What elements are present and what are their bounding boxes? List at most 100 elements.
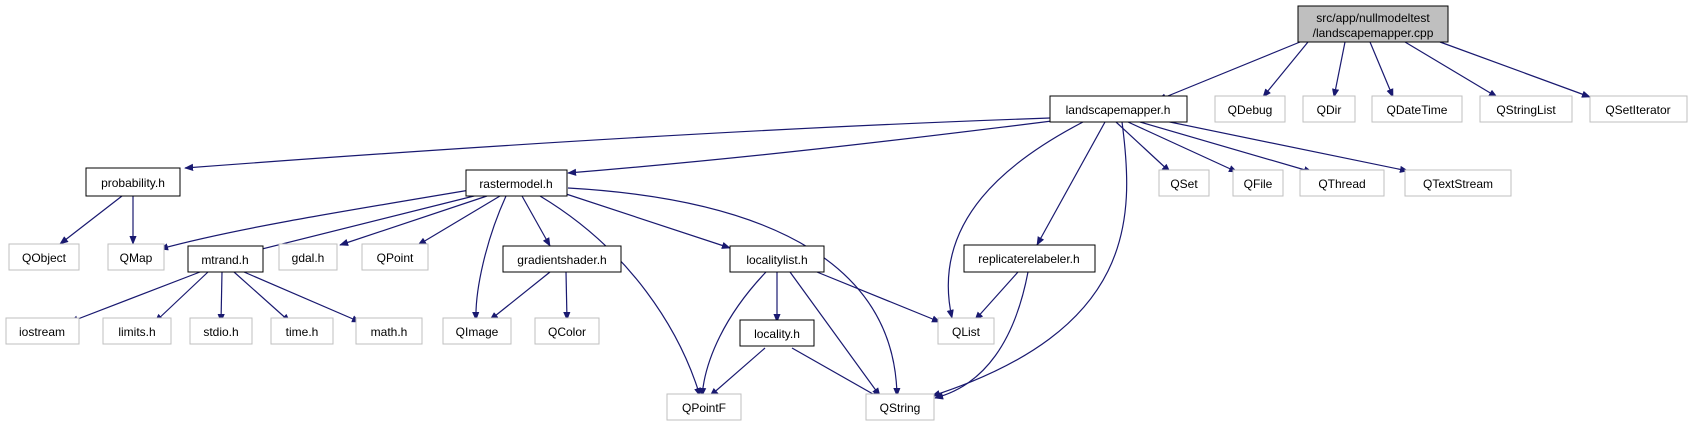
edge-root-qdebug — [1262, 41, 1309, 98]
root-label-line2: /landscapemapper.cpp — [1313, 26, 1434, 40]
edge-mtrand-time — [233, 271, 291, 323]
node-qthread[interactable]: QThread — [1299, 169, 1385, 197]
root-label-line1: src/app/nullmodeltest — [1316, 11, 1430, 25]
edge-rastermodel-localitylist — [559, 191, 731, 249]
edge-landscapemapper-rastermodel — [567, 119, 1061, 176]
svg-text:QTextStream: QTextStream — [1423, 177, 1493, 191]
edge-landscapemapper-qfile — [1127, 121, 1238, 173]
svg-text:QFile: QFile — [1244, 177, 1273, 191]
edge-root-qdatetime — [1369, 41, 1394, 98]
node-qfile[interactable]: QFile — [1232, 169, 1284, 197]
node-replicaterelabeler-h[interactable]: replicaterelabeler.h — [963, 244, 1096, 273]
node-qdatetime[interactable]: QDateTime — [1371, 95, 1463, 123]
node-qcolor[interactable]: QColor — [534, 317, 600, 345]
edge-landscapemapper-qthread — [1139, 121, 1313, 174]
node-localitylist-h[interactable]: localitylist.h — [729, 245, 825, 273]
node-qdebug[interactable]: QDebug — [1214, 95, 1286, 123]
svg-text:QObject: QObject — [22, 251, 67, 265]
node-limits-h[interactable]: limits.h — [102, 317, 172, 345]
node-qstring[interactable]: QString — [865, 393, 935, 421]
node-root-file[interactable]: src/app/nullmodeltest /landscapemapper.c… — [1297, 5, 1449, 43]
edge-rastermodel-qmap — [159, 189, 471, 251]
node-qmap[interactable]: QMap — [107, 243, 165, 271]
svg-text:replicaterelabeler.h: replicaterelabeler.h — [978, 252, 1079, 266]
edge-rastermodel-qimage — [472, 195, 507, 321]
node-rastermodel-h[interactable]: rastermodel.h — [465, 169, 568, 197]
svg-text:gradientshader.h: gradientshader.h — [517, 253, 606, 267]
edge-rastermodel-qstring — [567, 187, 901, 397]
edge-landscapemapper-probability — [184, 117, 1051, 171]
edge-mtrand-math — [243, 271, 361, 323]
svg-text:localitylist.h: localitylist.h — [746, 253, 807, 267]
node-qpoint[interactable]: QPoint — [361, 243, 429, 271]
edge-rastermodel-gdal — [339, 195, 488, 246]
edge-mtrand-limits — [154, 271, 209, 323]
node-qobject[interactable]: QObject — [8, 243, 80, 271]
node-stdio-h[interactable]: stdio.h — [189, 317, 253, 345]
node-probability-h[interactable]: probability.h — [85, 167, 181, 197]
edge-mtrand-iostream — [69, 271, 201, 323]
edge-rastermodel-qpoint — [417, 195, 501, 246]
svg-text:QColor: QColor — [548, 325, 586, 339]
svg-text:QStringList: QStringList — [1496, 103, 1556, 117]
svg-text:QDebug: QDebug — [1228, 103, 1273, 117]
svg-text:QDir: QDir — [1317, 103, 1342, 117]
node-qimage[interactable]: QImage — [442, 317, 512, 345]
node-time-h[interactable]: time.h — [270, 317, 334, 345]
svg-text:mtrand.h: mtrand.h — [201, 253, 248, 267]
edges — [59, 41, 1591, 400]
node-qpointf[interactable]: QPointF — [666, 393, 742, 421]
svg-text:QDateTime: QDateTime — [1387, 103, 1448, 117]
edge-landscapemapper-replicaterelabeler — [1036, 121, 1106, 246]
svg-text:locality.h: locality.h — [754, 327, 800, 341]
edge-root-qdir — [1332, 41, 1346, 98]
edge-landscapemapper-qset — [1115, 121, 1171, 173]
node-qset[interactable]: QSet — [1158, 169, 1210, 197]
edge-rastermodel-mtrand — [249, 194, 479, 254]
edge-gradientshader-qcolor — [563, 271, 571, 321]
svg-text:QString: QString — [880, 401, 921, 415]
edge-landscapemapper-qstring — [931, 121, 1128, 397]
edge-root-qsetiterator — [1439, 41, 1591, 98]
edge-probability-qobject — [59, 195, 123, 245]
svg-text:QThread: QThread — [1318, 177, 1365, 191]
edge-landscapemapper-qlist — [946, 121, 1084, 319]
svg-text:iostream: iostream — [19, 325, 65, 339]
svg-text:QSet: QSet — [1170, 177, 1198, 191]
edge-localitylist-qlist — [811, 269, 941, 323]
node-qtextstream[interactable]: QTextStream — [1404, 169, 1512, 197]
edge-localitylist-qpointf — [699, 271, 767, 397]
svg-text:QSetIterator: QSetIterator — [1605, 103, 1670, 117]
svg-text:QMap: QMap — [120, 251, 153, 265]
edge-rastermodel-qpointf — [539, 195, 702, 397]
nodes: src/app/nullmodeltest /landscapemapper.c… — [5, 5, 1688, 421]
node-gdal-h[interactable]: gdal.h — [278, 243, 338, 271]
node-landscapemapper-h[interactable]: landscapemapper.h — [1049, 95, 1188, 123]
node-qdir[interactable]: QDir — [1302, 95, 1356, 123]
svg-text:QList: QList — [952, 325, 981, 339]
edge-localitylist-qstring — [789, 271, 881, 397]
node-mtrand-h[interactable]: mtrand.h — [187, 245, 264, 273]
svg-text:probability.h: probability.h — [101, 176, 165, 190]
svg-text:rastermodel.h: rastermodel.h — [479, 177, 552, 191]
svg-text:QPoint: QPoint — [377, 251, 414, 265]
node-gradientshader-h[interactable]: gradientshader.h — [502, 245, 622, 273]
svg-text:QPointF: QPointF — [682, 401, 726, 415]
svg-text:limits.h: limits.h — [118, 325, 155, 339]
node-locality-h[interactable]: locality.h — [739, 319, 815, 347]
edge-replicaterelabeler-qstring — [934, 271, 1029, 400]
node-qlist[interactable]: QList — [937, 317, 995, 345]
svg-text:stdio.h: stdio.h — [203, 325, 238, 339]
svg-text:QImage: QImage — [456, 325, 499, 339]
edge-locality-qstring — [791, 347, 881, 399]
edge-rastermodel-gradientshader — [521, 195, 551, 247]
node-qsetiterator[interactable]: QSetIterator — [1589, 95, 1688, 123]
edge-root-qstringlist — [1404, 41, 1498, 98]
node-iostream[interactable]: iostream — [5, 317, 80, 345]
node-qstringlist[interactable]: QStringList — [1479, 95, 1573, 123]
edge-mtrand-stdio — [217, 271, 225, 323]
edge-root-landscapemapper — [1157, 41, 1301, 101]
edge-landscapemapper-qtextstream — [1159, 119, 1409, 173]
node-math-h[interactable]: math.h — [355, 317, 423, 345]
